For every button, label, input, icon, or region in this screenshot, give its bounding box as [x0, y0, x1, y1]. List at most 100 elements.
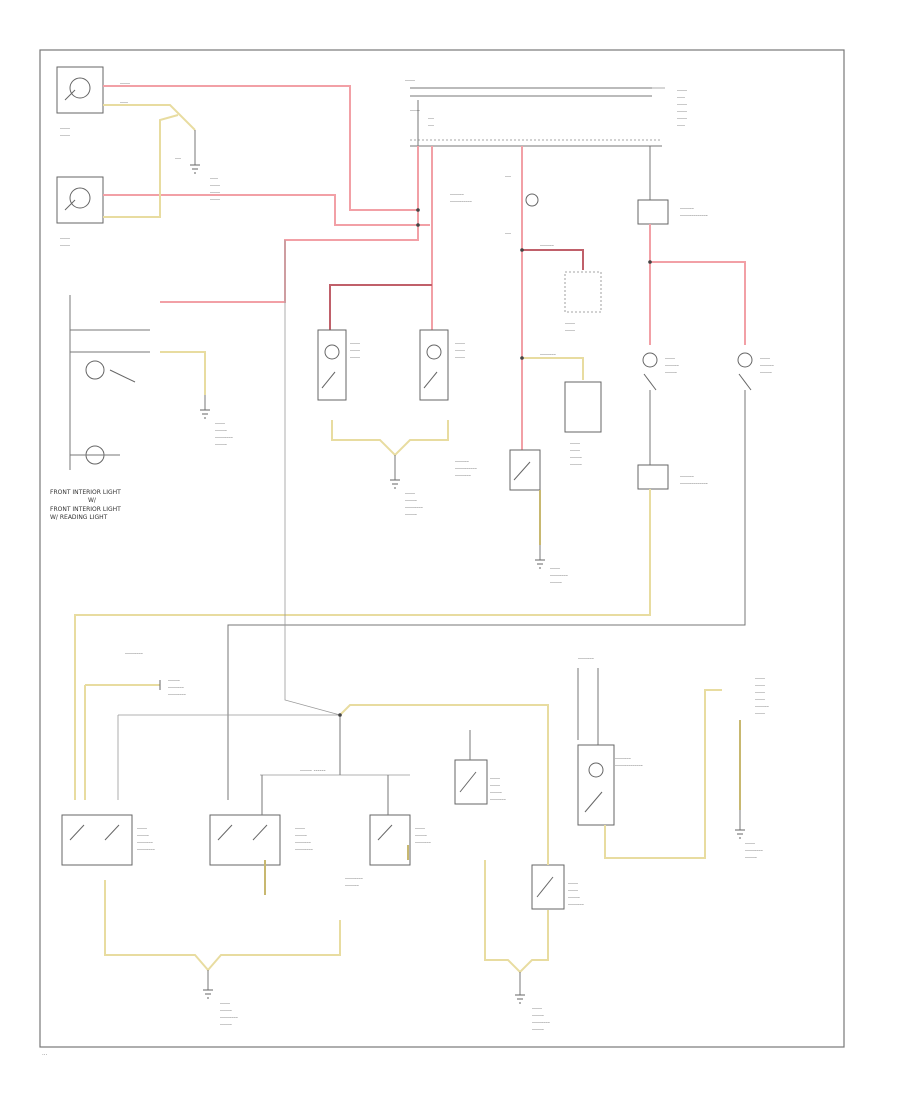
wire-yel-bottom-right	[339, 704, 549, 865]
svg-text:---------: ---------	[405, 505, 423, 511]
svg-text:-----: -----	[570, 441, 580, 447]
svg-text:-----: -----	[550, 566, 560, 572]
svg-text:-----: -----	[415, 826, 425, 832]
wire-yel-front-light	[160, 351, 206, 395]
svg-text:------: ------	[568, 895, 580, 901]
svg-text:-----------: -----------	[455, 466, 477, 472]
svg-text:-----: -----	[677, 88, 687, 94]
small-labels: ----- ---- ----- ----- ----- ----- --- -…	[60, 78, 774, 1033]
svg-text:------: ------	[570, 462, 582, 468]
svg-text:-----: -----	[755, 711, 765, 717]
svg-text:---: ---	[428, 123, 434, 129]
svg-text:-----: -----	[677, 116, 687, 122]
svg-text:-----: -----	[410, 108, 420, 114]
wire-yel-door-lamps	[331, 420, 449, 457]
svg-text:-----: -----	[137, 826, 147, 832]
svg-text:------ ------: ------ ------	[300, 768, 326, 774]
svg-text:-----: -----	[760, 356, 770, 362]
svg-text:--------: --------	[568, 902, 584, 908]
svg-text:------: ------	[168, 678, 180, 684]
svg-text:----: ----	[210, 176, 218, 182]
svg-text:-----: -----	[755, 690, 765, 696]
svg-text:-----: -----	[568, 888, 578, 894]
svg-text:---: ---	[175, 156, 181, 162]
svg-text:---: ---	[505, 174, 511, 180]
svg-text:--------------: --------------	[680, 481, 708, 487]
svg-text:-----: -----	[755, 683, 765, 689]
svg-text:---------: ---------	[215, 435, 233, 441]
svg-text:------: ------	[665, 370, 677, 376]
svg-text:------: ------	[137, 833, 149, 839]
front-interior-label-4: W/ READING LIGHT	[50, 514, 108, 521]
svg-text:---------: ---------	[220, 1015, 238, 1021]
fuse-panel	[410, 87, 665, 147]
svg-text:--------: --------	[490, 797, 506, 803]
wire-red-luggage	[522, 249, 584, 270]
footer-code: ...	[42, 1051, 47, 1057]
rear-door-switch	[369, 814, 411, 866]
left-footwell-light-lower	[56, 176, 104, 224]
svg-text:------: ------	[532, 1013, 544, 1019]
svg-text:-----: -----	[350, 355, 360, 361]
svg-text:------: ------	[215, 442, 227, 448]
svg-text:-----: -----	[405, 78, 415, 84]
front-interior-light	[69, 295, 150, 470]
svg-text:-----: -----	[210, 183, 220, 189]
svg-text:-----: -----	[455, 341, 465, 347]
svg-text:-------: -------	[455, 459, 469, 465]
svg-text:-----: -----	[210, 197, 220, 203]
svg-text:---: ---	[428, 116, 434, 122]
svg-text:----: ----	[677, 95, 685, 101]
wire-yel-long-loop	[74, 489, 651, 800]
svg-text:------: ------	[550, 580, 562, 586]
svg-text:-----: -----	[755, 697, 765, 703]
svg-text:-------: -------	[680, 474, 694, 480]
svg-text:-----: -----	[220, 1001, 230, 1007]
left-rear-switch	[454, 759, 488, 805]
wire-gray-long-loop	[227, 390, 746, 800]
svg-text:-------: -------	[450, 192, 464, 198]
diagram-frame	[39, 49, 845, 1048]
svg-text:-----: -----	[570, 448, 580, 454]
wire-yel-glove	[604, 689, 722, 859]
svg-text:----: ----	[120, 100, 128, 106]
svg-text:-------: -------	[665, 363, 679, 369]
right-front-door-switch	[209, 814, 281, 866]
svg-text:------: ------	[760, 370, 772, 376]
wire-red-right	[650, 261, 746, 345]
svg-text:-----: -----	[120, 81, 130, 87]
svg-text:-----: -----	[745, 841, 755, 847]
left-door-lamp	[317, 329, 347, 401]
svg-text:------: ------	[405, 498, 417, 504]
right-rear-switch	[531, 864, 565, 910]
svg-text:-----: -----	[755, 676, 765, 682]
svg-text:---: ---	[505, 231, 511, 237]
front-interior-label-3: FRONT INTERIOR LIGHT	[50, 506, 121, 513]
svg-text:--------: --------	[168, 685, 184, 691]
left-front-door-switch	[61, 814, 133, 866]
svg-text:------: ------	[295, 833, 307, 839]
svg-text:------: ------	[532, 1027, 544, 1033]
luggage-switch	[509, 449, 541, 491]
svg-text:---------: ---------	[532, 1020, 550, 1026]
svg-text:--------: --------	[578, 656, 594, 662]
right-door-lamp	[419, 329, 449, 401]
svg-text:-----: -----	[60, 133, 70, 139]
svg-text:-------: -------	[345, 883, 359, 889]
svg-text:-------: -------	[755, 704, 769, 710]
svg-text:---------: ---------	[137, 847, 155, 853]
svg-text:-----: -----	[565, 321, 575, 327]
svg-text:--------: --------	[455, 473, 471, 479]
svg-text:------: ------	[220, 1022, 232, 1028]
svg-text:--------: --------	[295, 840, 311, 846]
svg-text:---------: ---------	[345, 876, 363, 882]
svg-text:-----: -----	[350, 348, 360, 354]
svg-text:-----: -----	[665, 356, 675, 362]
svg-text:-----: -----	[565, 328, 575, 334]
svg-text:------: ------	[415, 833, 427, 839]
wire-yel-1	[103, 104, 196, 131]
svg-text:-----: -----	[677, 109, 687, 115]
svg-text:-------: -------	[680, 206, 694, 212]
svg-text:-------: -------	[540, 243, 554, 249]
svg-text:-----------: -----------	[450, 199, 472, 205]
